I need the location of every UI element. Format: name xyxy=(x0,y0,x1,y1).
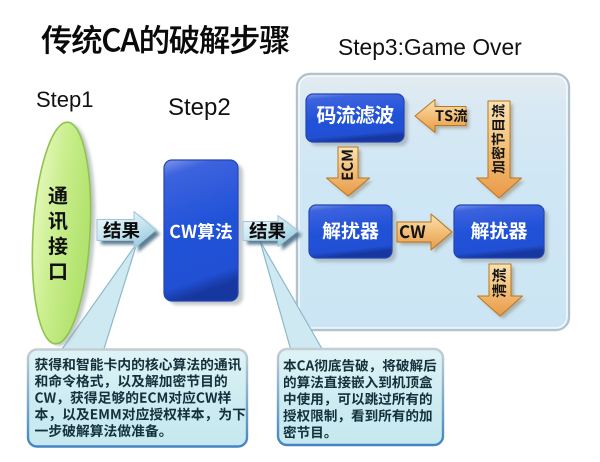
svg-text:Step2: Step2 xyxy=(168,94,231,121)
svg-text:Step1: Step1 xyxy=(36,87,94,112)
svg-text:Step3:Game Over: Step3:Game Over xyxy=(338,34,522,60)
